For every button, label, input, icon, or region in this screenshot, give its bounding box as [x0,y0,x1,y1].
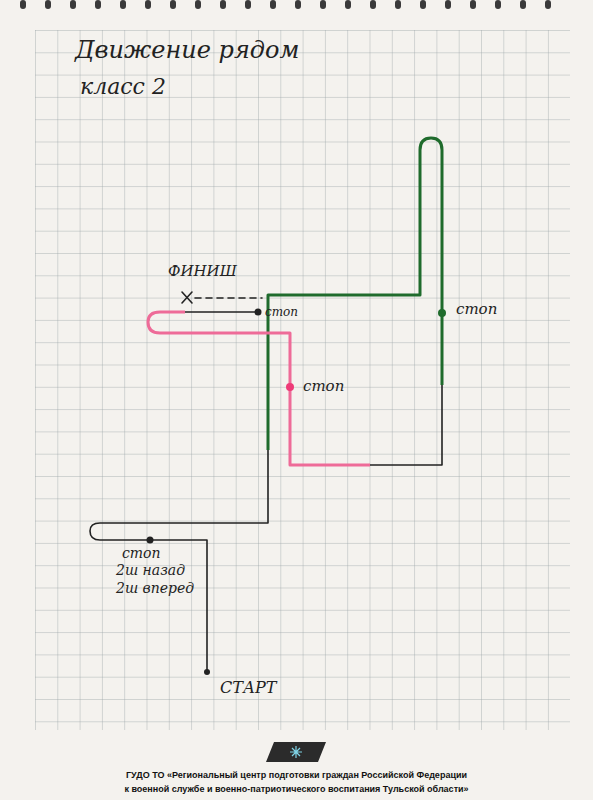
step-note: 2ш вперед [116,580,194,596]
title: Движение рядом [75,36,299,64]
finish-label: ФИНИШ [168,262,237,280]
step-note: 2ш назад [116,562,185,578]
stop-label: стоп [456,300,497,318]
stop-label: стоп [122,545,161,561]
class-label: класс 2 [80,74,166,99]
stop-label: стоп [303,377,344,395]
stop-label: стоп [265,305,298,319]
footer-text: ГУДО ТО «Региональный центр подготовки г… [126,770,467,780]
footer-text: к военной службе и военно-патриотическог… [124,784,468,794]
start-label: СТАРТ [220,678,276,697]
